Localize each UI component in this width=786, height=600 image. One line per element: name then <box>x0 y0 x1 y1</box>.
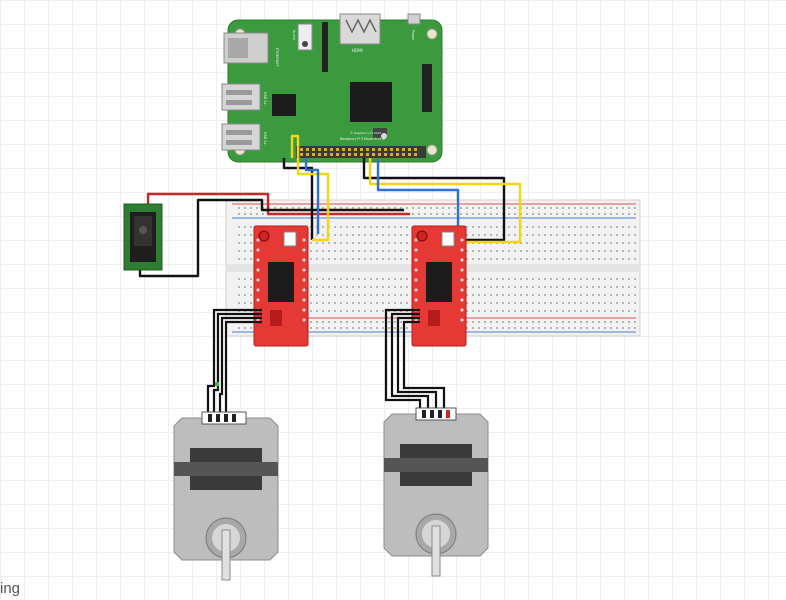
label-model: Raspberry Pi 3 Model B v1.2 <box>340 137 385 141</box>
stepper-motor-2 <box>383 407 489 577</box>
raspberry-logo <box>381 133 387 139</box>
usb-port-1 <box>221 83 261 111</box>
stepper-driver-1 <box>253 225 309 347</box>
motor-shaft-1 <box>221 529 231 581</box>
dc-power-jack <box>123 203 163 271</box>
wire-gpio-yellow-1 <box>290 134 330 242</box>
label-audio: Audio <box>292 30 296 40</box>
wire-gpio-yellow-2 <box>368 158 522 244</box>
label-usb-1: USB 2x <box>263 92 267 105</box>
usb-controller-chip <box>272 94 296 116</box>
wire-gpio-blue-1 <box>304 158 320 234</box>
display-connector <box>422 64 432 112</box>
raspberry-pi-board: ETHERNET USB 2x USB 2x Audio HDMI Power … <box>221 13 443 163</box>
wire-gpio-black-2 <box>362 158 506 242</box>
main-soc-chip <box>350 82 392 122</box>
wire-gpio-blue-2 <box>376 158 460 234</box>
wires <box>138 134 522 278</box>
stepper-driver-2 <box>411 225 467 347</box>
label-ethernet: ETHERNET <box>275 48 279 67</box>
gpio-header <box>296 146 426 158</box>
usb-port-2 <box>221 123 261 151</box>
hdmi-port <box>339 13 381 45</box>
wire-power-black <box>138 198 404 278</box>
audio-jack <box>297 23 313 51</box>
label-copyright: © Raspberry Pi 2015 <box>350 131 381 135</box>
stepper-motor-1 <box>173 411 279 581</box>
label-power: Power <box>411 30 415 41</box>
label-usb-2: USB 2x <box>263 132 267 145</box>
footer-text: ing <box>0 580 21 597</box>
motor-wires-1 <box>206 308 262 414</box>
motor-shaft-2 <box>431 525 441 577</box>
wire-marker-green <box>215 382 219 386</box>
label-hdmi: HDMI <box>352 48 363 53</box>
power-port <box>407 13 421 25</box>
motor-wires-2 <box>384 308 446 414</box>
wire-power-red <box>146 192 410 216</box>
